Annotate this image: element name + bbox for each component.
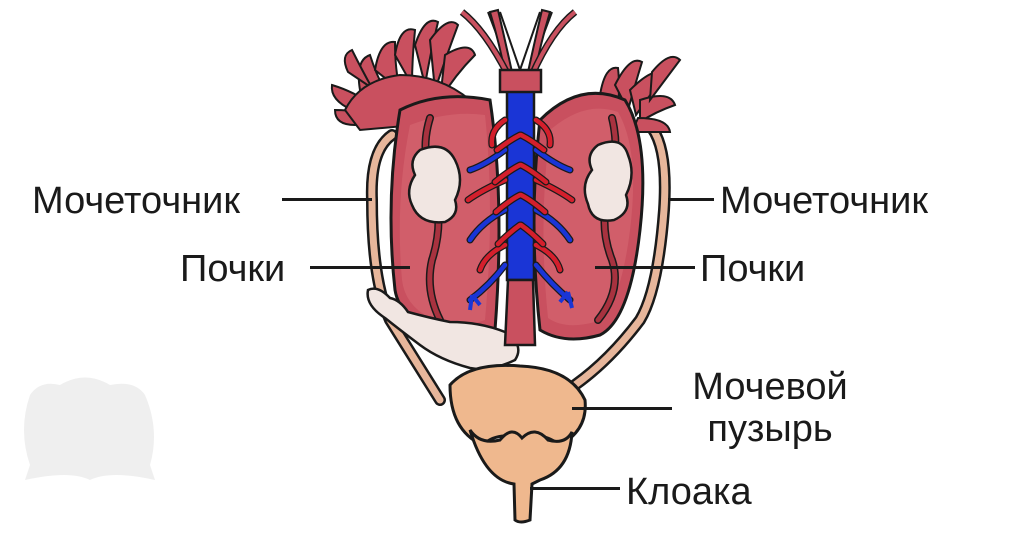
- renal-vessels: [464, 116, 576, 304]
- leader-bladder: [572, 407, 672, 410]
- vena-cava: [505, 88, 536, 282]
- leader-kidneys-left: [310, 266, 410, 269]
- label-ureter-right: Мочеточник: [720, 180, 928, 222]
- label-bladder: Мочевой пузырь: [678, 366, 862, 451]
- leader-cloaca: [530, 487, 620, 490]
- label-ureter-left: Мочеточник: [32, 180, 240, 222]
- leader-ureter-left: [282, 198, 372, 201]
- label-bladder-line1: Мочевой: [692, 366, 848, 408]
- label-bladder-line2: пузырь: [707, 407, 833, 450]
- label-cloaca: Клоака: [626, 471, 752, 513]
- label-kidneys-right: Почки: [700, 248, 806, 290]
- right-pale-gland: [583, 140, 633, 222]
- cloaca: [468, 429, 574, 524]
- dorsal-aorta: [498, 68, 543, 94]
- leader-kidneys-right: [595, 266, 695, 269]
- bear-watermark-icon: [24, 377, 155, 480]
- left-pale-gland: [407, 145, 462, 224]
- label-kidneys-left: Почки: [180, 248, 286, 290]
- leader-ureter-right: [668, 198, 714, 201]
